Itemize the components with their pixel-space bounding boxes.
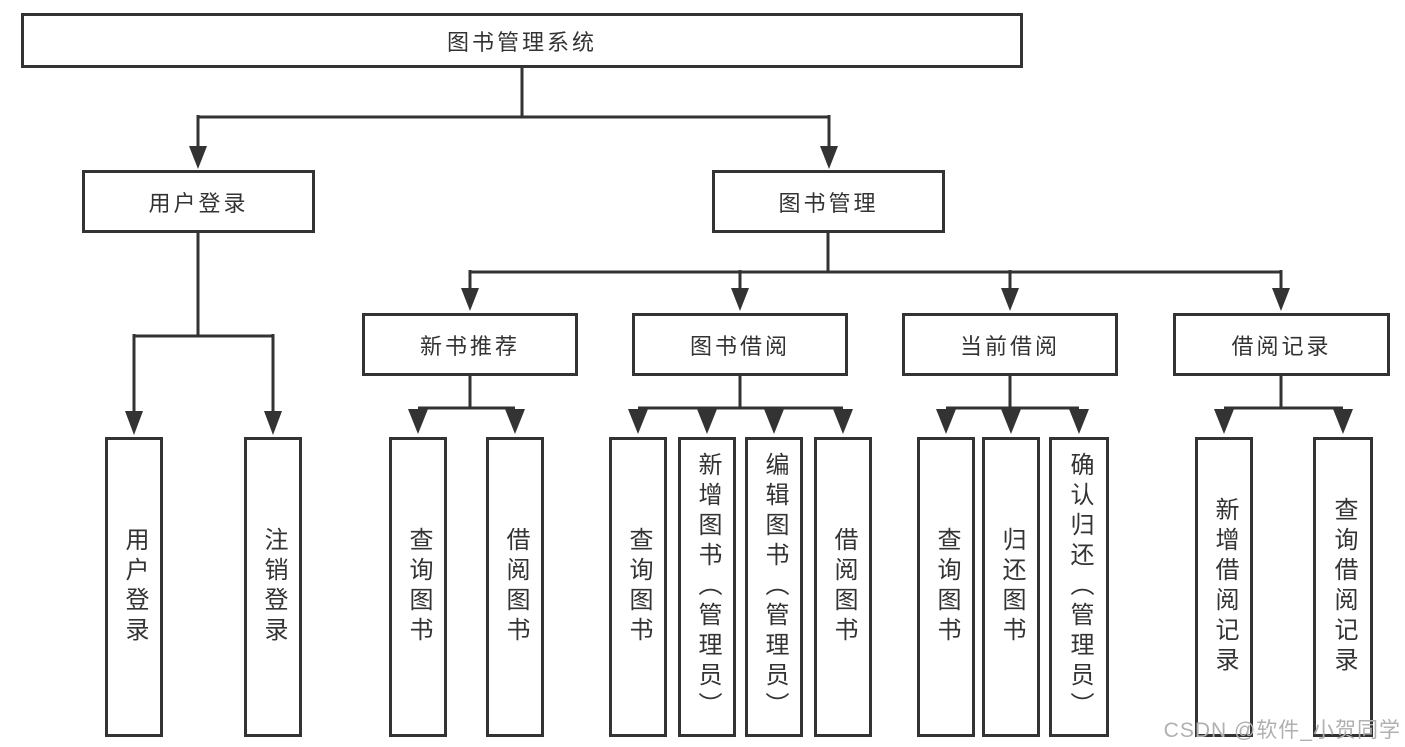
node-label: 用户登录 — [148, 190, 249, 216]
node-current-borrow: 当前借阅 — [902, 313, 1118, 376]
leaf-label: 编辑图书（管理员） — [761, 452, 788, 722]
node-label: 图书管理 — [778, 190, 879, 216]
node-label: 当前借阅 — [959, 333, 1060, 359]
leaf-query-borrow-record: 查询借阅记录 — [1313, 437, 1373, 737]
leaf-label: 借阅图书 — [830, 527, 857, 647]
leaf-confirm-return-admin: 确认归还（管理员） — [1049, 437, 1109, 737]
node-library-management-system: 图书管理系统 — [21, 13, 1023, 68]
leaf-borrow-books: 借阅图书 — [814, 437, 872, 737]
leaf-borrow-books-recommend: 借阅图书 — [486, 437, 544, 737]
leaf-label: 查询图书 — [405, 527, 432, 647]
leaf-label: 查询图书 — [933, 527, 960, 647]
node-borrow-records: 借阅记录 — [1173, 313, 1390, 376]
leaf-label: 用户登录 — [121, 527, 148, 647]
leaf-add-borrow-record: 新增借阅记录 — [1195, 437, 1253, 737]
leaf-query-books-borrow: 查询图书 — [609, 437, 667, 737]
leaf-label: 查询借阅记录 — [1330, 497, 1357, 677]
leaf-label: 查询图书 — [625, 527, 652, 647]
node-book-borrow: 图书借阅 — [632, 313, 848, 376]
leaf-label: 借阅图书 — [502, 527, 529, 647]
leaf-logout: 注销登录 — [244, 437, 302, 737]
csdn-watermark: CSDN @软件_小贺同学 — [1163, 719, 1401, 742]
node-user-login: 用户登录 — [82, 170, 315, 233]
leaf-return-book: 归还图书 — [982, 437, 1040, 737]
node-new-book-recommend: 新书推荐 — [362, 313, 578, 376]
leaf-label: 新增图书（管理员） — [694, 452, 721, 722]
node-label: 图书借阅 — [689, 333, 790, 359]
leaf-label: 确认归还（管理员） — [1066, 452, 1093, 722]
node-label: 借阅记录 — [1231, 333, 1332, 359]
leaf-label: 注销登录 — [260, 527, 287, 647]
leaf-label: 归还图书 — [998, 527, 1025, 647]
node-label: 图书管理系统 — [446, 29, 597, 55]
leaf-label: 新增借阅记录 — [1211, 497, 1238, 677]
node-label: 新书推荐 — [419, 333, 520, 359]
leaf-edit-book-admin: 编辑图书（管理员） — [745, 437, 803, 737]
leaf-query-books-recommend: 查询图书 — [389, 437, 447, 737]
leaf-user-login: 用户登录 — [105, 437, 163, 737]
node-book-management: 图书管理 — [712, 170, 945, 233]
leaf-query-books-current: 查询图书 — [917, 437, 975, 737]
leaf-add-book-admin: 新增图书（管理员） — [678, 437, 736, 737]
